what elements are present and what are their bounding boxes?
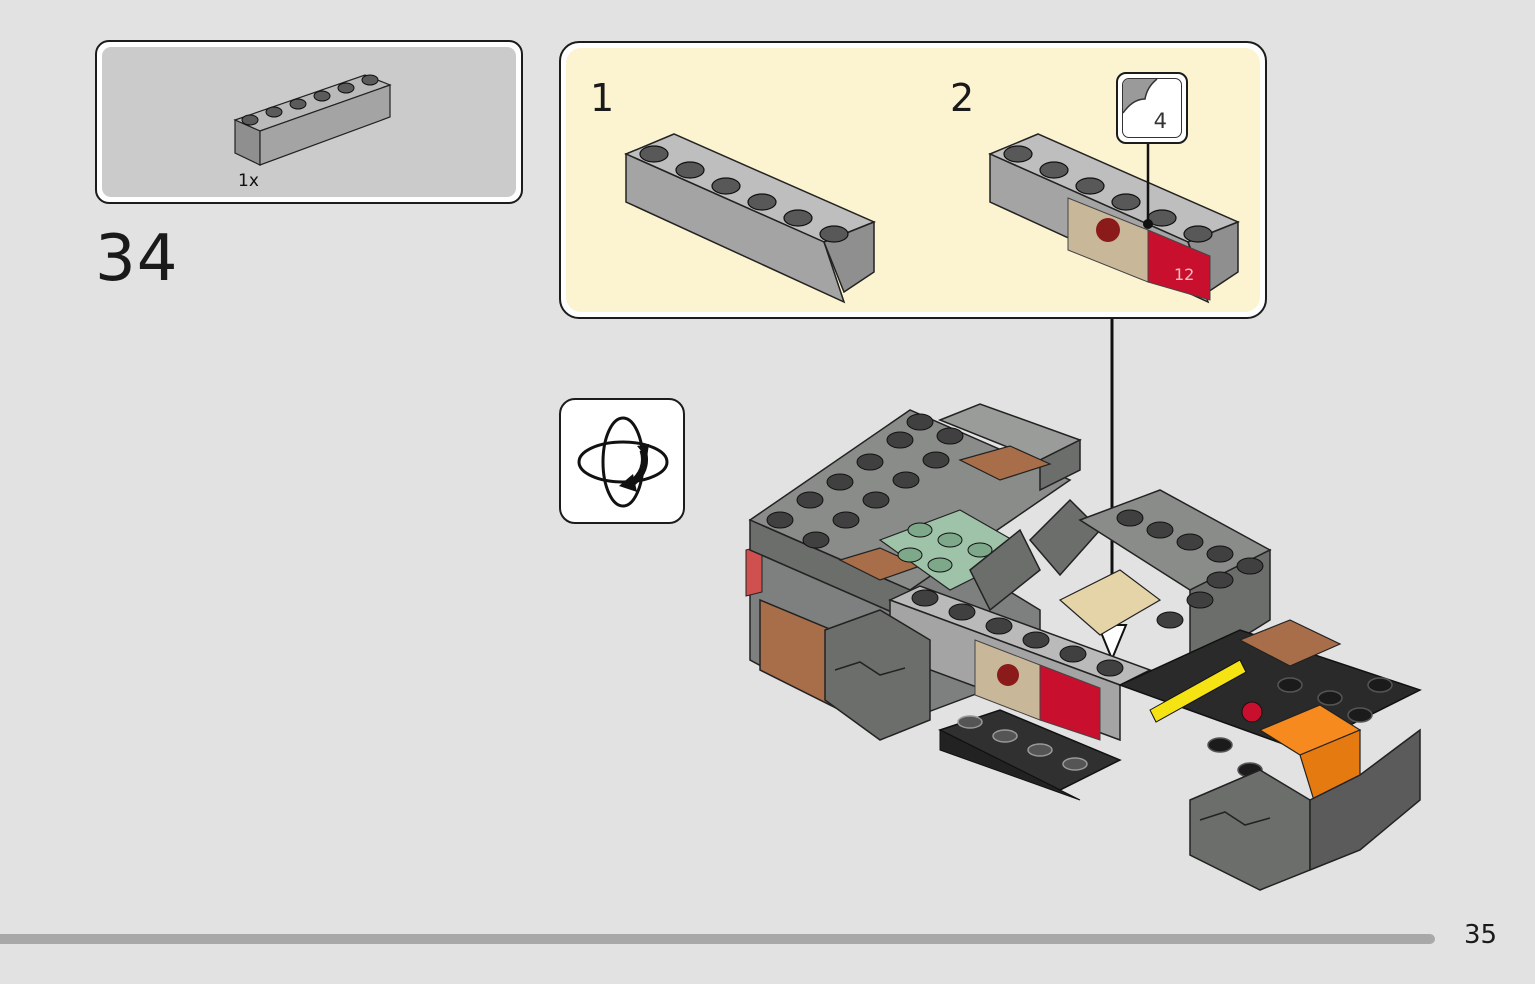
parts-list-box: 1x [95,40,523,204]
sticker-callout-leader-line [1143,144,1153,229]
part-quantity: 1x [238,171,259,191]
brick-1x6-with-sticker-sub-step-2: 12 [988,133,1240,304]
sticker-callout-inner: 4 [1122,78,1182,138]
rotate-model-box [559,398,685,524]
sticker-peel-icon [1123,79,1158,114]
page-progress-bar [0,934,1435,944]
sub-step-number: 1 [590,76,615,120]
sub-assembly-box: 1 2 12 [559,41,1267,319]
sticker-callout: 4 [1116,72,1188,144]
model-assembly-illustration [745,403,1422,891]
page-number: 35 [1464,920,1498,950]
parts-list-inner: 1x [102,47,516,197]
brick-1x6-sub-step-1 [624,133,876,304]
svg-text:12: 12 [1174,265,1194,284]
sticker-number: 4 [1153,109,1167,133]
sub-step-number: 2 [950,76,975,120]
rotate-model-icon [577,416,669,508]
step-number: 34 [95,222,179,296]
brick-1x6-part [233,74,392,166]
